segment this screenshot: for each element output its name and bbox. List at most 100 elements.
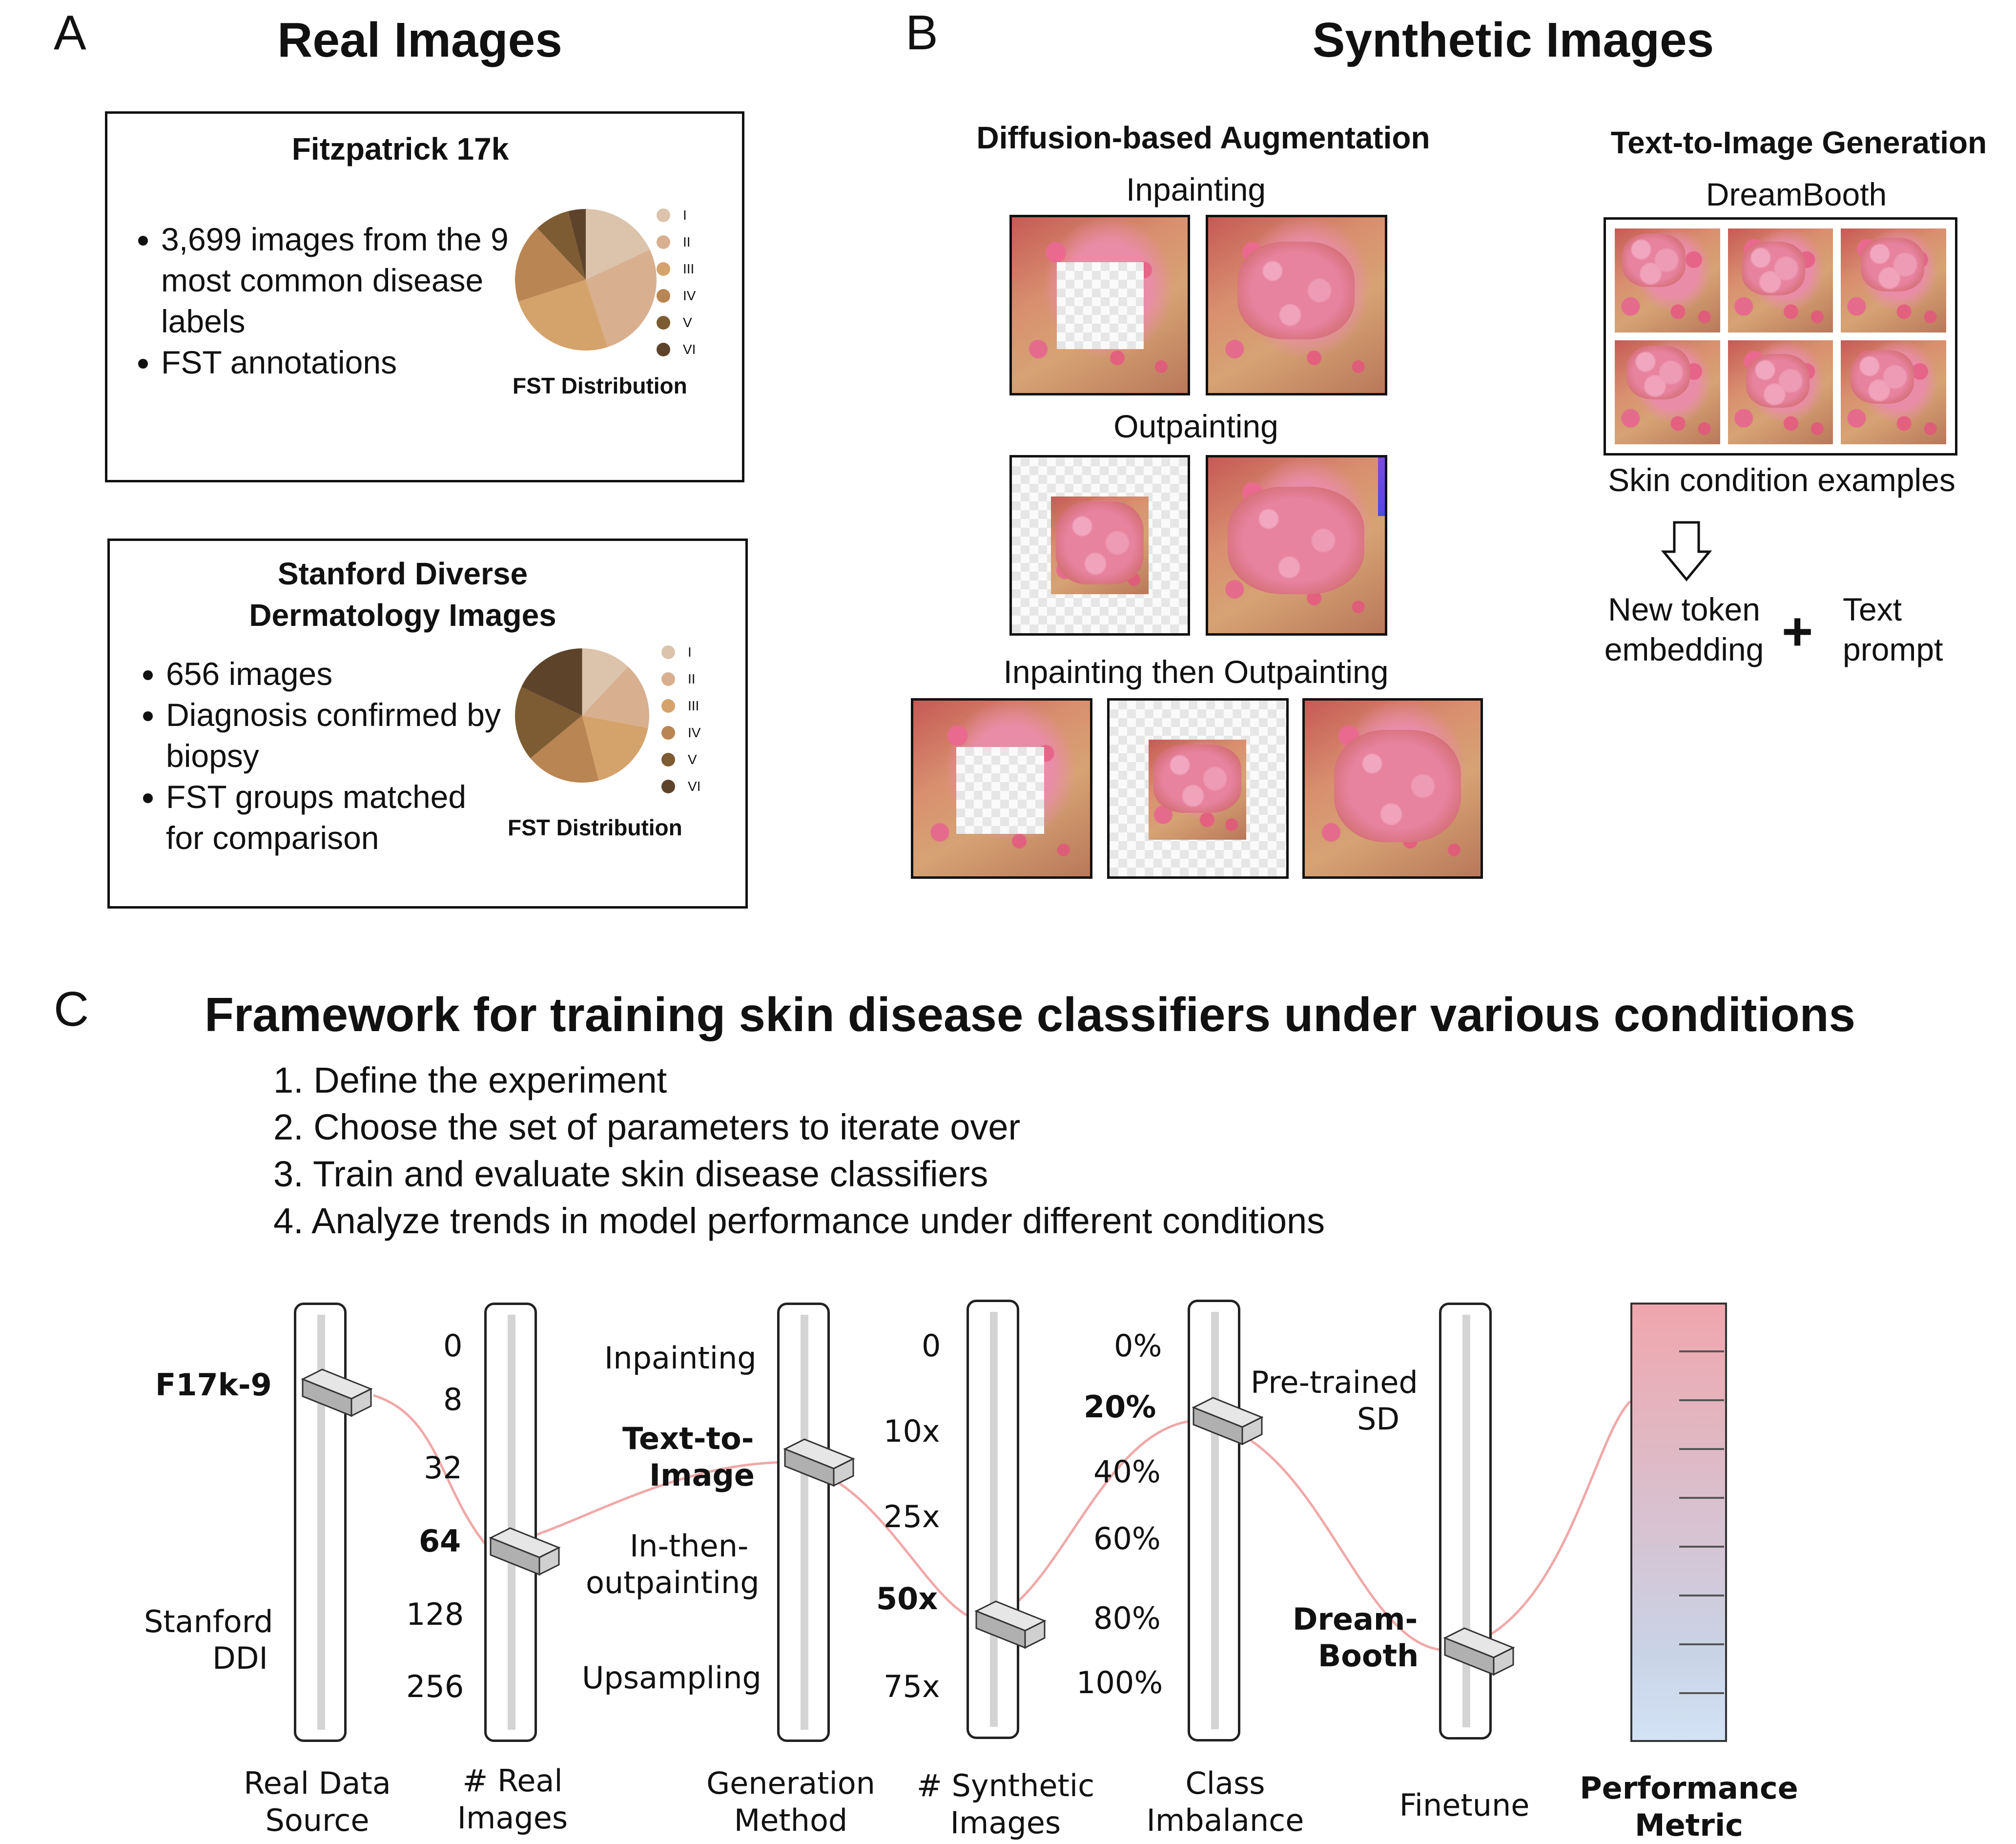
synthetic-option-0: 0 [922, 1328, 941, 1364]
inpainting-input-image [1009, 215, 1190, 395]
step-3: 3. Train and evaluate skin disease class… [273, 1154, 988, 1194]
token-label-line2: embedding [1604, 631, 1764, 667]
generation-method-knob[interactable] [780, 1437, 858, 1488]
finetune-knob[interactable] [1440, 1626, 1518, 1677]
method-option-inout-line1: In-then- [630, 1528, 749, 1564]
pie-slice [537, 211, 586, 280]
legend-swatch [661, 725, 675, 740]
method-option-t2i-line1: Text-to- [622, 1421, 754, 1456]
method-option-t2i-line2: Image [649, 1457, 755, 1493]
imbalance-option-0: 0% [1114, 1328, 1162, 1364]
fitzpatrick-box: Fitzpatrick 17k 3,699 images from the 9 … [105, 111, 744, 482]
source-option-f17k9: F17k-9 [155, 1367, 272, 1403]
imbalance-option-100: 100% [1076, 1665, 1163, 1700]
real-images-slider[interactable] [484, 1303, 537, 1742]
legend-swatch [657, 342, 670, 356]
ddi-title-line1: Stanford Diverse [277, 556, 528, 591]
real-option-64: 64 [419, 1523, 461, 1559]
fitz-fst-pie [515, 209, 657, 351]
legend-item: VI [661, 773, 700, 800]
pie-slice [518, 280, 608, 351]
legend-swatch [661, 645, 675, 659]
synthetic-option-25x: 25x [884, 1499, 940, 1534]
method-option-inout-line2: outpainting [586, 1565, 760, 1600]
panel-b-title: Synthetic Images [1312, 13, 1714, 67]
legend-swatch [657, 262, 670, 276]
legend-label: IV [688, 725, 701, 740]
diffusion-title: Diffusion-based Augmentation [976, 120, 1430, 155]
step-1: 1. Define the experiment [273, 1060, 667, 1100]
legend-label: II [683, 234, 691, 249]
source-option-stanford: Stanford [144, 1604, 273, 1639]
legend-item: V [657, 309, 696, 336]
generation-method-slider[interactable] [777, 1303, 830, 1742]
legend-label: II [688, 671, 696, 686]
real-option-128: 128 [406, 1596, 464, 1632]
class-imbalance-knob[interactable] [1189, 1395, 1267, 1447]
fitz-bullet-1: 3,699 images from the 9 most common dise… [161, 219, 522, 342]
legend-label: I [683, 207, 687, 223]
pie-slice [582, 715, 648, 781]
skin-example-thumbnail [1615, 340, 1720, 444]
finetune-option-pretrained-line1: Pre-trained [1251, 1365, 1418, 1400]
ddi-fst-pie [515, 648, 649, 783]
synthetic-images-knob[interactable] [971, 1599, 1049, 1650]
source-option-ddi: DDI [212, 1640, 268, 1676]
legend-item: V [661, 746, 700, 773]
finetune-option-dreambooth-line2: Booth [1318, 1638, 1419, 1674]
method-option-inpainting: Inpainting [604, 1340, 757, 1376]
outpainting-input-image [1009, 455, 1190, 636]
outpainting-label: Outpainting [1113, 408, 1278, 444]
down-arrow-icon [1661, 521, 1712, 581]
dreambooth-label: DreamBooth [1706, 176, 1887, 212]
in-then-out-image-2 [1107, 698, 1289, 879]
finetune-option-pretrained-line2: SD [1357, 1401, 1400, 1437]
real-images-knob[interactable] [486, 1526, 564, 1577]
fitzpatrick-bullets: 3,699 images from the 9 most common dise… [112, 219, 522, 383]
synthetic-option-75x: 75x [884, 1669, 940, 1704]
t2i-title: Text-to-Image Generation [1610, 125, 1987, 160]
prompt-label-line1: Text [1843, 591, 1902, 627]
legend-item: III [657, 255, 696, 282]
pie-slice [530, 715, 599, 783]
pie-slice [568, 209, 586, 280]
panel-b-letter: B [905, 5, 938, 60]
imbalance-option-80: 80% [1093, 1600, 1161, 1636]
synthetic-images-slider[interactable] [967, 1300, 1019, 1739]
in-then-out-image-3 [1302, 698, 1483, 879]
ddi-title-line2: Dermatology Images [249, 598, 556, 633]
prompt-label-line2: prompt [1843, 631, 1943, 667]
class-imbalance-slider[interactable] [1188, 1300, 1240, 1741]
pie-slice [582, 666, 649, 728]
skin-example-thumbnail [1615, 228, 1720, 332]
pie-slice [515, 228, 586, 302]
legend-item: VI [657, 336, 696, 363]
ddi-box: Stanford Diverse Dermatology Images 656 … [107, 539, 748, 909]
legend-label: V [683, 314, 692, 330]
pie-slice [586, 249, 657, 347]
legend-swatch [661, 752, 675, 767]
step-2: 2. Choose the set of parameters to itera… [273, 1107, 1021, 1147]
fitz-bullet-2: FST annotations [161, 342, 522, 383]
plus-sign: + [1782, 601, 1813, 662]
panel-c-letter: C [54, 982, 89, 1036]
ddi-bullet-1: 656 images [166, 653, 508, 694]
legend-swatch [661, 672, 675, 686]
pie-slice [521, 648, 582, 716]
legend-label: I [688, 644, 692, 660]
legend-swatch [661, 779, 675, 793]
legend-item: II [661, 665, 700, 692]
ddi-fst-label: FST Distribution [508, 815, 682, 840]
skin-example-thumbnail [1728, 340, 1833, 444]
ddi-bullet-3: FST groups matched for comparison [166, 776, 508, 858]
metric-tick-marks [1679, 1350, 1724, 1694]
skin-example-thumbnail [1841, 228, 1946, 332]
finetune-option-dreambooth-line1: Dream- [1293, 1601, 1418, 1637]
legend-item: I [657, 202, 696, 228]
skin-examples-caption: Skin condition examples [1608, 462, 1955, 498]
real-data-source-knob[interactable] [298, 1367, 376, 1418]
